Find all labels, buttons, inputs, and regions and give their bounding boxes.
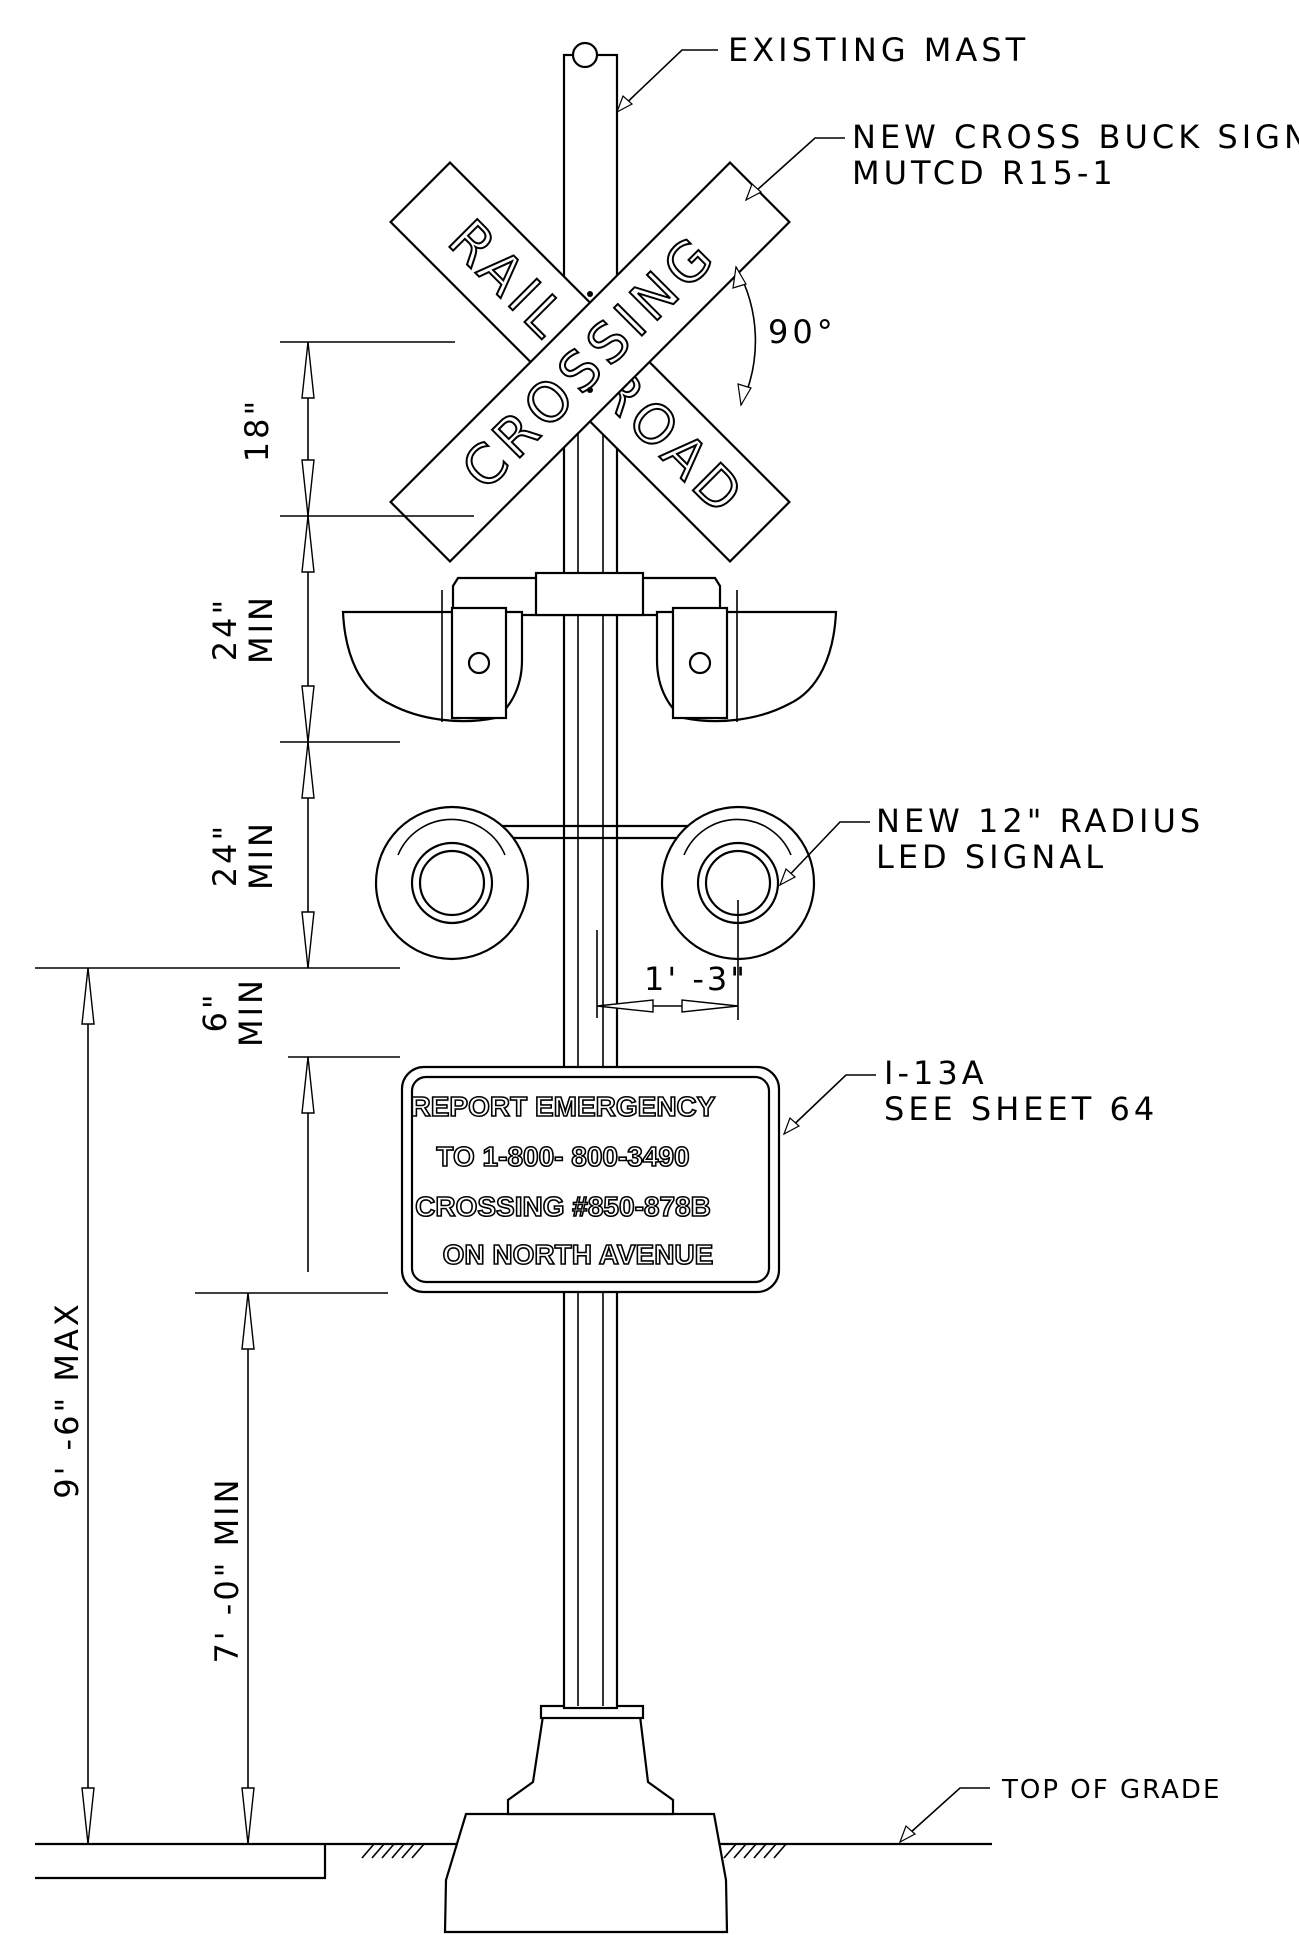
dim-6-bottom: MIN (232, 977, 270, 1047)
plaque-line-3: CROSSING #850-878B (415, 1191, 711, 1222)
extension-lines (35, 341, 739, 1294)
dim-24b-bottom: MIN (242, 820, 280, 890)
plaque-line-2: TO 1-800- 800-3490 (436, 1141, 689, 1172)
dim-6-top: 6" (196, 991, 234, 1032)
label-led-2: LED SIGNAL (876, 838, 1107, 876)
dim-max-height: 9' -6" MAX (48, 1301, 86, 1499)
emergency-plaque: REPORT EMERGENCY TO 1-800- 800-3490 CROS… (400, 1065, 781, 1294)
plaque-line-1: REPORT EMERGENCY (411, 1091, 716, 1122)
dim-18: 18" (238, 398, 276, 462)
leader-lines (615, 49, 990, 1844)
label-crossbuck-2: MUTCD R15-1 (852, 154, 1117, 192)
led-signals (374, 805, 816, 961)
label-existing-mast: EXISTING MAST (728, 31, 1029, 69)
label-crossbuck-1: NEW CROSS BUCK SIGN (852, 118, 1299, 156)
label-plaque-2: SEE SHEET 64 (884, 1090, 1158, 1128)
dim-min-height: 7' -0" MIN (208, 1476, 246, 1663)
dimension-lines (81, 341, 739, 1845)
mast-foundation (443, 1704, 729, 1934)
label-plaque-1: I-13A (884, 1054, 988, 1092)
label-top-of-grade: TOP OF GRADE (1001, 1775, 1221, 1805)
dim-24a-top: 24" (206, 597, 244, 661)
dim-24a-bottom: MIN (242, 594, 280, 664)
label-led-1: NEW 12" RADIUS (876, 802, 1204, 840)
dim-24b-top: 24" (206, 823, 244, 887)
plaque-line-4: ON NORTH AVENUE (443, 1239, 714, 1270)
lamp-bracket (341, 571, 838, 723)
label-angle: 90° (768, 313, 837, 351)
dim-offset: 1' -3" (644, 960, 748, 998)
